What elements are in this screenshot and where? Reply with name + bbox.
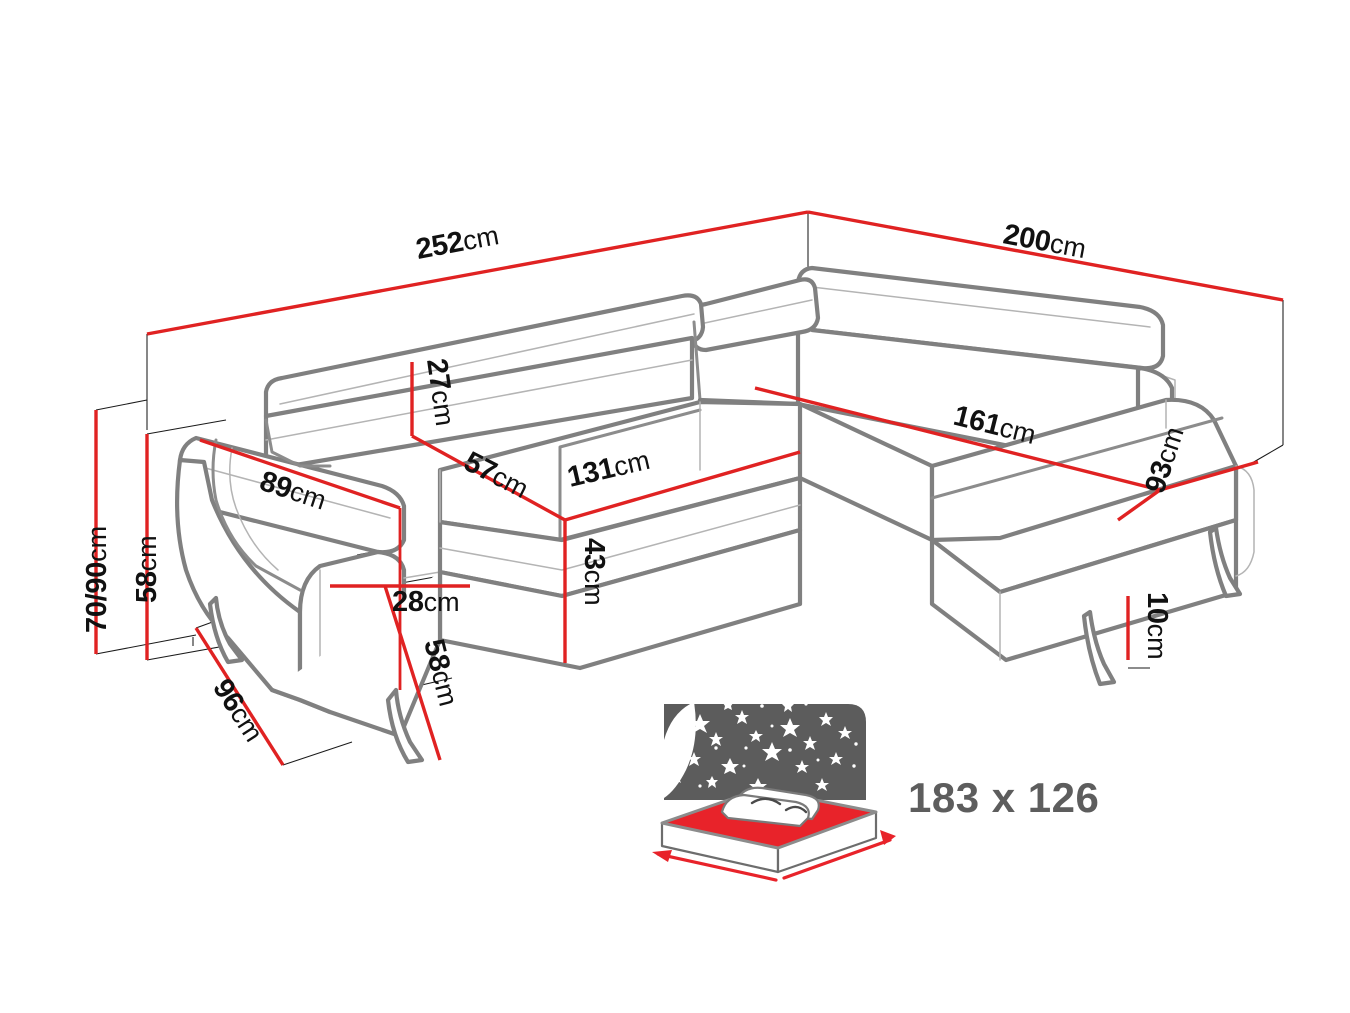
pillow-crease-1: [750, 797, 782, 806]
corner-backrest-crease: [699, 299, 813, 325]
leg-chaise-front: [1081, 609, 1117, 687]
label-58b-number: 58: [131, 571, 163, 603]
label-7090-number: 70/90: [81, 562, 113, 633]
svg-text:200cm: 200cm: [1001, 218, 1089, 265]
svg-text:58cm: 58cm: [417, 636, 464, 709]
label-28-unit: cm: [424, 587, 460, 617]
chaise-right-side: [1235, 465, 1255, 577]
label-28-number: 28: [392, 586, 424, 618]
chaise-backrest-crease: [811, 286, 1151, 328]
sleeping-surface-label: 183 x 126: [908, 774, 1099, 821]
pillow-front: [720, 793, 810, 828]
svg-text:28cm: 28cm: [392, 586, 460, 618]
dim-line-89: [199, 438, 401, 510]
left-arm-inner-recess: [211, 438, 302, 592]
starry-night-panel: [664, 704, 866, 800]
sleeping-function-icon: 183 x 126: [652, 704, 1099, 882]
dim-line-200: [807, 210, 1284, 302]
sofa-illustration: [174, 265, 1255, 765]
label-10-number: 10: [1141, 592, 1173, 624]
label-58a-number: 58: [417, 636, 456, 675]
label-58a-unit: cm: [426, 667, 464, 709]
label-27-unit: cm: [425, 388, 460, 428]
main-back-panel-edge: [265, 359, 693, 441]
svg-text:70/90cm: 70/90cm: [81, 526, 113, 633]
label-10-unit: cm: [1142, 624, 1172, 660]
label-200-unit: cm: [1048, 228, 1089, 264]
left-armrest-front-crease2: [403, 571, 441, 579]
star-field: [669, 704, 858, 794]
pillow-crease-2: [784, 805, 808, 814]
label-27-number: 27: [420, 357, 456, 393]
bed-arrow-head-right: [880, 830, 896, 845]
leg-back-left: [207, 595, 245, 665]
left-seat-recess: [264, 418, 332, 468]
dim-line-58-arm: [383, 585, 442, 761]
svg-text:27cm: 27cm: [420, 357, 461, 428]
label-43-number: 43: [578, 538, 610, 570]
dim-line-161: [754, 386, 1161, 492]
chaise-seat-seam1: [930, 416, 1224, 500]
label-43-unit: cm: [579, 570, 609, 606]
main-backrest-crease: [279, 313, 695, 405]
dim-line-96: [194, 627, 285, 766]
dim-line-57: [411, 434, 566, 522]
dim-line-252: [146, 210, 809, 336]
label-58b-unit: cm: [132, 535, 162, 571]
svg-text:43cm: 43cm: [578, 538, 610, 606]
dimension-lines: [94, 210, 1284, 766]
svg-text:252cm: 252cm: [413, 219, 501, 266]
main-back-panel: [263, 335, 695, 473]
label-7090-unit: cm: [82, 526, 112, 562]
label-200-number: 200: [1001, 218, 1054, 258]
bed-arrow-width: [656, 852, 778, 882]
label-252-number: 252: [413, 226, 466, 266]
night-swoosh: [664, 704, 696, 798]
bed-arrow-head-left: [652, 850, 672, 862]
dim-line-93b: [1117, 488, 1161, 522]
dim-line-131: [564, 450, 801, 522]
label-252-unit: cm: [460, 220, 501, 256]
leg-front-left: [385, 687, 425, 765]
main-seat-front-crease: [439, 504, 801, 571]
svg-text:10cm: 10cm: [1141, 592, 1173, 660]
dim-line-93: [1159, 460, 1259, 492]
svg-text:58cm: 58cm: [131, 535, 163, 603]
bed-arrow-depth: [782, 838, 892, 880]
svg-text:96cm: 96cm: [206, 673, 270, 747]
leg-chaise-right: [1207, 525, 1243, 599]
seat-split-left: [558, 408, 702, 542]
left-arm-inner-recess2: [229, 447, 279, 571]
